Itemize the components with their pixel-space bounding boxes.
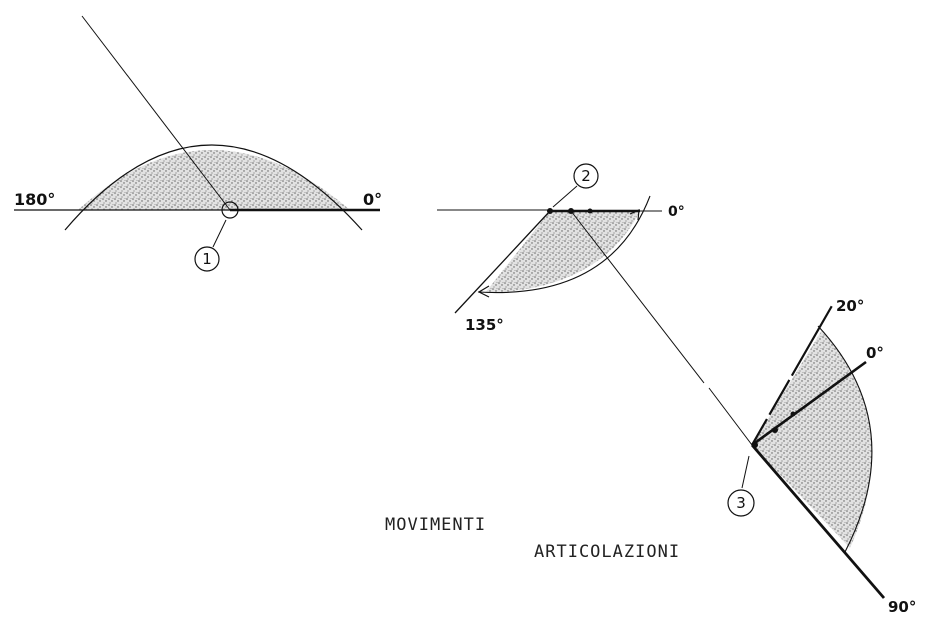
joint-2-label-0: 0° xyxy=(668,204,685,220)
joint-3-limb-20 xyxy=(751,303,834,446)
joint-2-marker-circle xyxy=(573,163,599,189)
joint-3-range-arc xyxy=(817,325,873,553)
joint-3-range-area xyxy=(752,330,872,548)
joint-2-range-arc xyxy=(477,195,651,294)
joint-1-pivot xyxy=(221,201,239,219)
joint-3-dot-a xyxy=(772,427,778,433)
joint-1-label-180: 180° xyxy=(14,190,55,209)
joint-2-label-135: 135° xyxy=(465,316,504,334)
joint-1-marker-circle xyxy=(194,246,220,272)
joint-3-label-0: 0° xyxy=(866,344,884,362)
joint-2-range-area xyxy=(485,211,640,293)
joint-2-marker-number: 2 xyxy=(581,167,591,185)
connecting-limb-line xyxy=(570,210,753,446)
joint-3-limb-0 xyxy=(751,360,867,447)
joint-2-group: 2 0° 135° xyxy=(437,163,685,334)
joint-3-marker-number: 3 xyxy=(736,494,746,512)
joint-3-label-90: 90° xyxy=(888,598,916,616)
joint-1-marker-number: 1 xyxy=(202,250,212,268)
joint-1-range-arc xyxy=(64,144,363,231)
joint-1-range-area xyxy=(78,150,350,210)
joint-3-limb-90 xyxy=(750,444,886,599)
joint-2-leader xyxy=(552,185,578,208)
joint-3-marker-circle xyxy=(727,489,755,517)
joint-3-group: 3 20° 0° 90° xyxy=(727,297,916,616)
joint-2-arrowhead-left xyxy=(477,285,490,298)
joint-1-group: 1 180° 0° xyxy=(14,15,382,272)
joint-3-pivot xyxy=(752,442,758,448)
joint-3-leader xyxy=(741,455,750,489)
joint-3-label-20: 20° xyxy=(836,297,864,315)
joint-1-label-0: 0° xyxy=(363,190,382,209)
joint-2-pivot-a xyxy=(547,208,553,214)
joint-2-limb-135 xyxy=(454,210,551,314)
joint-3-dot-b xyxy=(790,411,796,417)
joint-1-limb-line xyxy=(81,15,231,211)
joint-2-pivot-c xyxy=(587,208,593,214)
caption-movimenti: MOVIMENTI xyxy=(385,515,486,535)
caption-articolazioni: ARTICOLAZIONI xyxy=(534,542,680,562)
joint-1-leader xyxy=(212,219,227,248)
